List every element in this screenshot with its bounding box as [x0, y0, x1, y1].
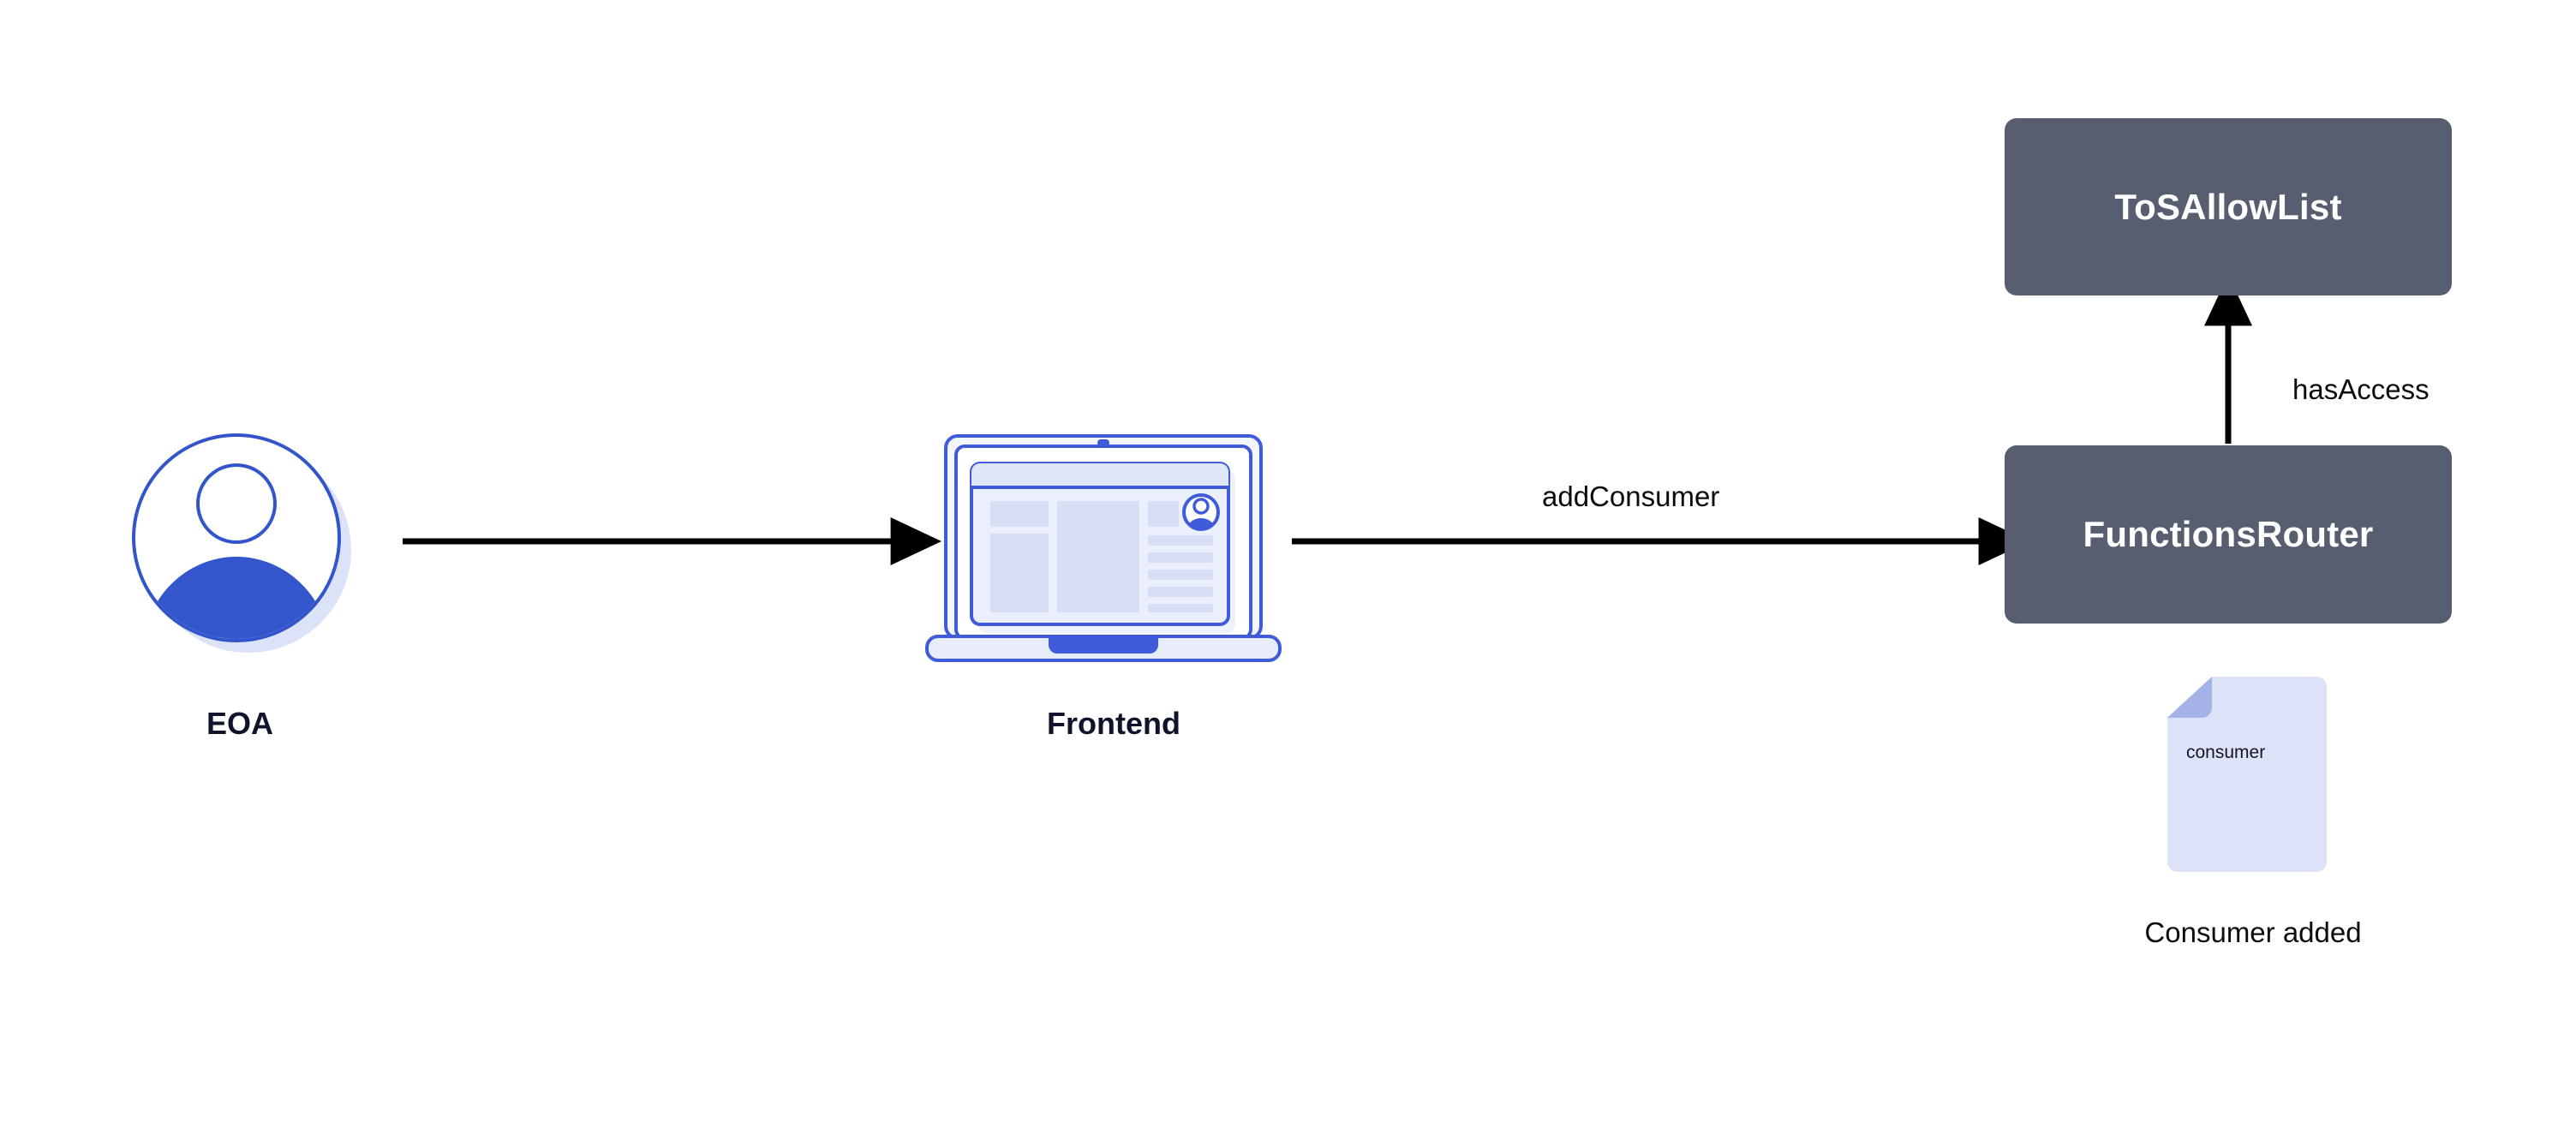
- node-functions-router[interactable]: FunctionsRouter: [2005, 445, 2452, 624]
- laptop-icon: [923, 433, 1283, 662]
- document-text: consumer: [2186, 743, 2265, 762]
- edge-label-add-consumer: addConsumer: [1542, 480, 1720, 512]
- node-caption-eoa: EOA: [206, 706, 273, 741]
- node-tos-allowlist[interactable]: ToSAllowList: [2005, 118, 2452, 295]
- node-caption-frontend: Frontend: [1047, 706, 1180, 741]
- artifact-caption-consumer-added: Consumer added: [2144, 916, 2362, 948]
- screen-avatar-icon: [1182, 493, 1220, 531]
- node-label-tos-allowlist: ToSAllowList: [2114, 186, 2342, 227]
- node-label-functions-router: FunctionsRouter: [2083, 514, 2374, 554]
- document-icon: consumer: [2166, 675, 2328, 874]
- edge-label-has-access: hasAccess: [2292, 373, 2430, 405]
- user-avatar-icon: [127, 428, 358, 660]
